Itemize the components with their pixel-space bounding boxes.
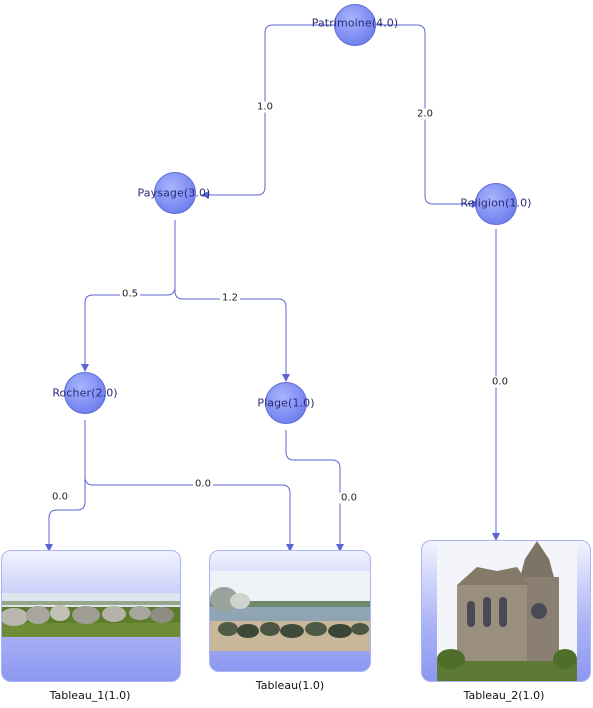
- node-patrimoine[interactable]: [334, 4, 376, 46]
- node-rocher[interactable]: [64, 372, 106, 414]
- node-label-patrimoine: Patrimoine(4.0): [311, 16, 399, 30]
- node-plage[interactable]: [265, 382, 307, 424]
- node-label-rocher: Rocher(2.0): [52, 386, 118, 400]
- leaf-label-tableau-2: Tableau_2(1.0): [463, 689, 545, 702]
- node-label-plage: Plage(1.0): [257, 396, 315, 410]
- leaf-label-tableau: Tableau(1.0): [255, 679, 325, 692]
- edge-weight-patrimoine-paysage: 1.0: [255, 101, 275, 113]
- photo-beach-rocks: [210, 571, 370, 651]
- edge-weight-patrimoine-religion: 2.0: [415, 108, 435, 120]
- photo-rocks-coast: [2, 593, 180, 637]
- leaf-label-tableau-1: Tableau_1(1.0): [49, 689, 131, 702]
- edge-weight-rocher-tableau1: 0.0: [50, 491, 70, 503]
- edge-weight-religion-tableau2: 0.0: [490, 376, 510, 388]
- edge-patrimoine-paysage: [201, 24, 355, 199]
- edge-rocher-tableau1: [45, 420, 86, 552]
- photo-church: [437, 541, 577, 681]
- node-label-religion: Religion(1.0): [460, 196, 532, 210]
- leaf-tableau-1[interactable]: [1, 550, 181, 682]
- leaf-tableau[interactable]: [209, 550, 371, 672]
- edge-weight-plage-tableau: 0.0: [339, 492, 359, 504]
- edge-plage-tableau: [285, 430, 344, 552]
- edge-weight-paysage-plage: 1.2: [220, 292, 240, 304]
- node-paysage[interactable]: [154, 172, 196, 214]
- leaf-tableau-2[interactable]: [421, 540, 591, 682]
- node-religion[interactable]: [475, 183, 517, 225]
- edge-rocher-tableau: [84, 420, 294, 552]
- edge-weight-paysage-rocher: 0.5: [120, 288, 140, 300]
- edge-weight-rocher-tableau: 0.0: [193, 478, 213, 490]
- node-label-paysage: Paysage(3.0): [137, 186, 211, 200]
